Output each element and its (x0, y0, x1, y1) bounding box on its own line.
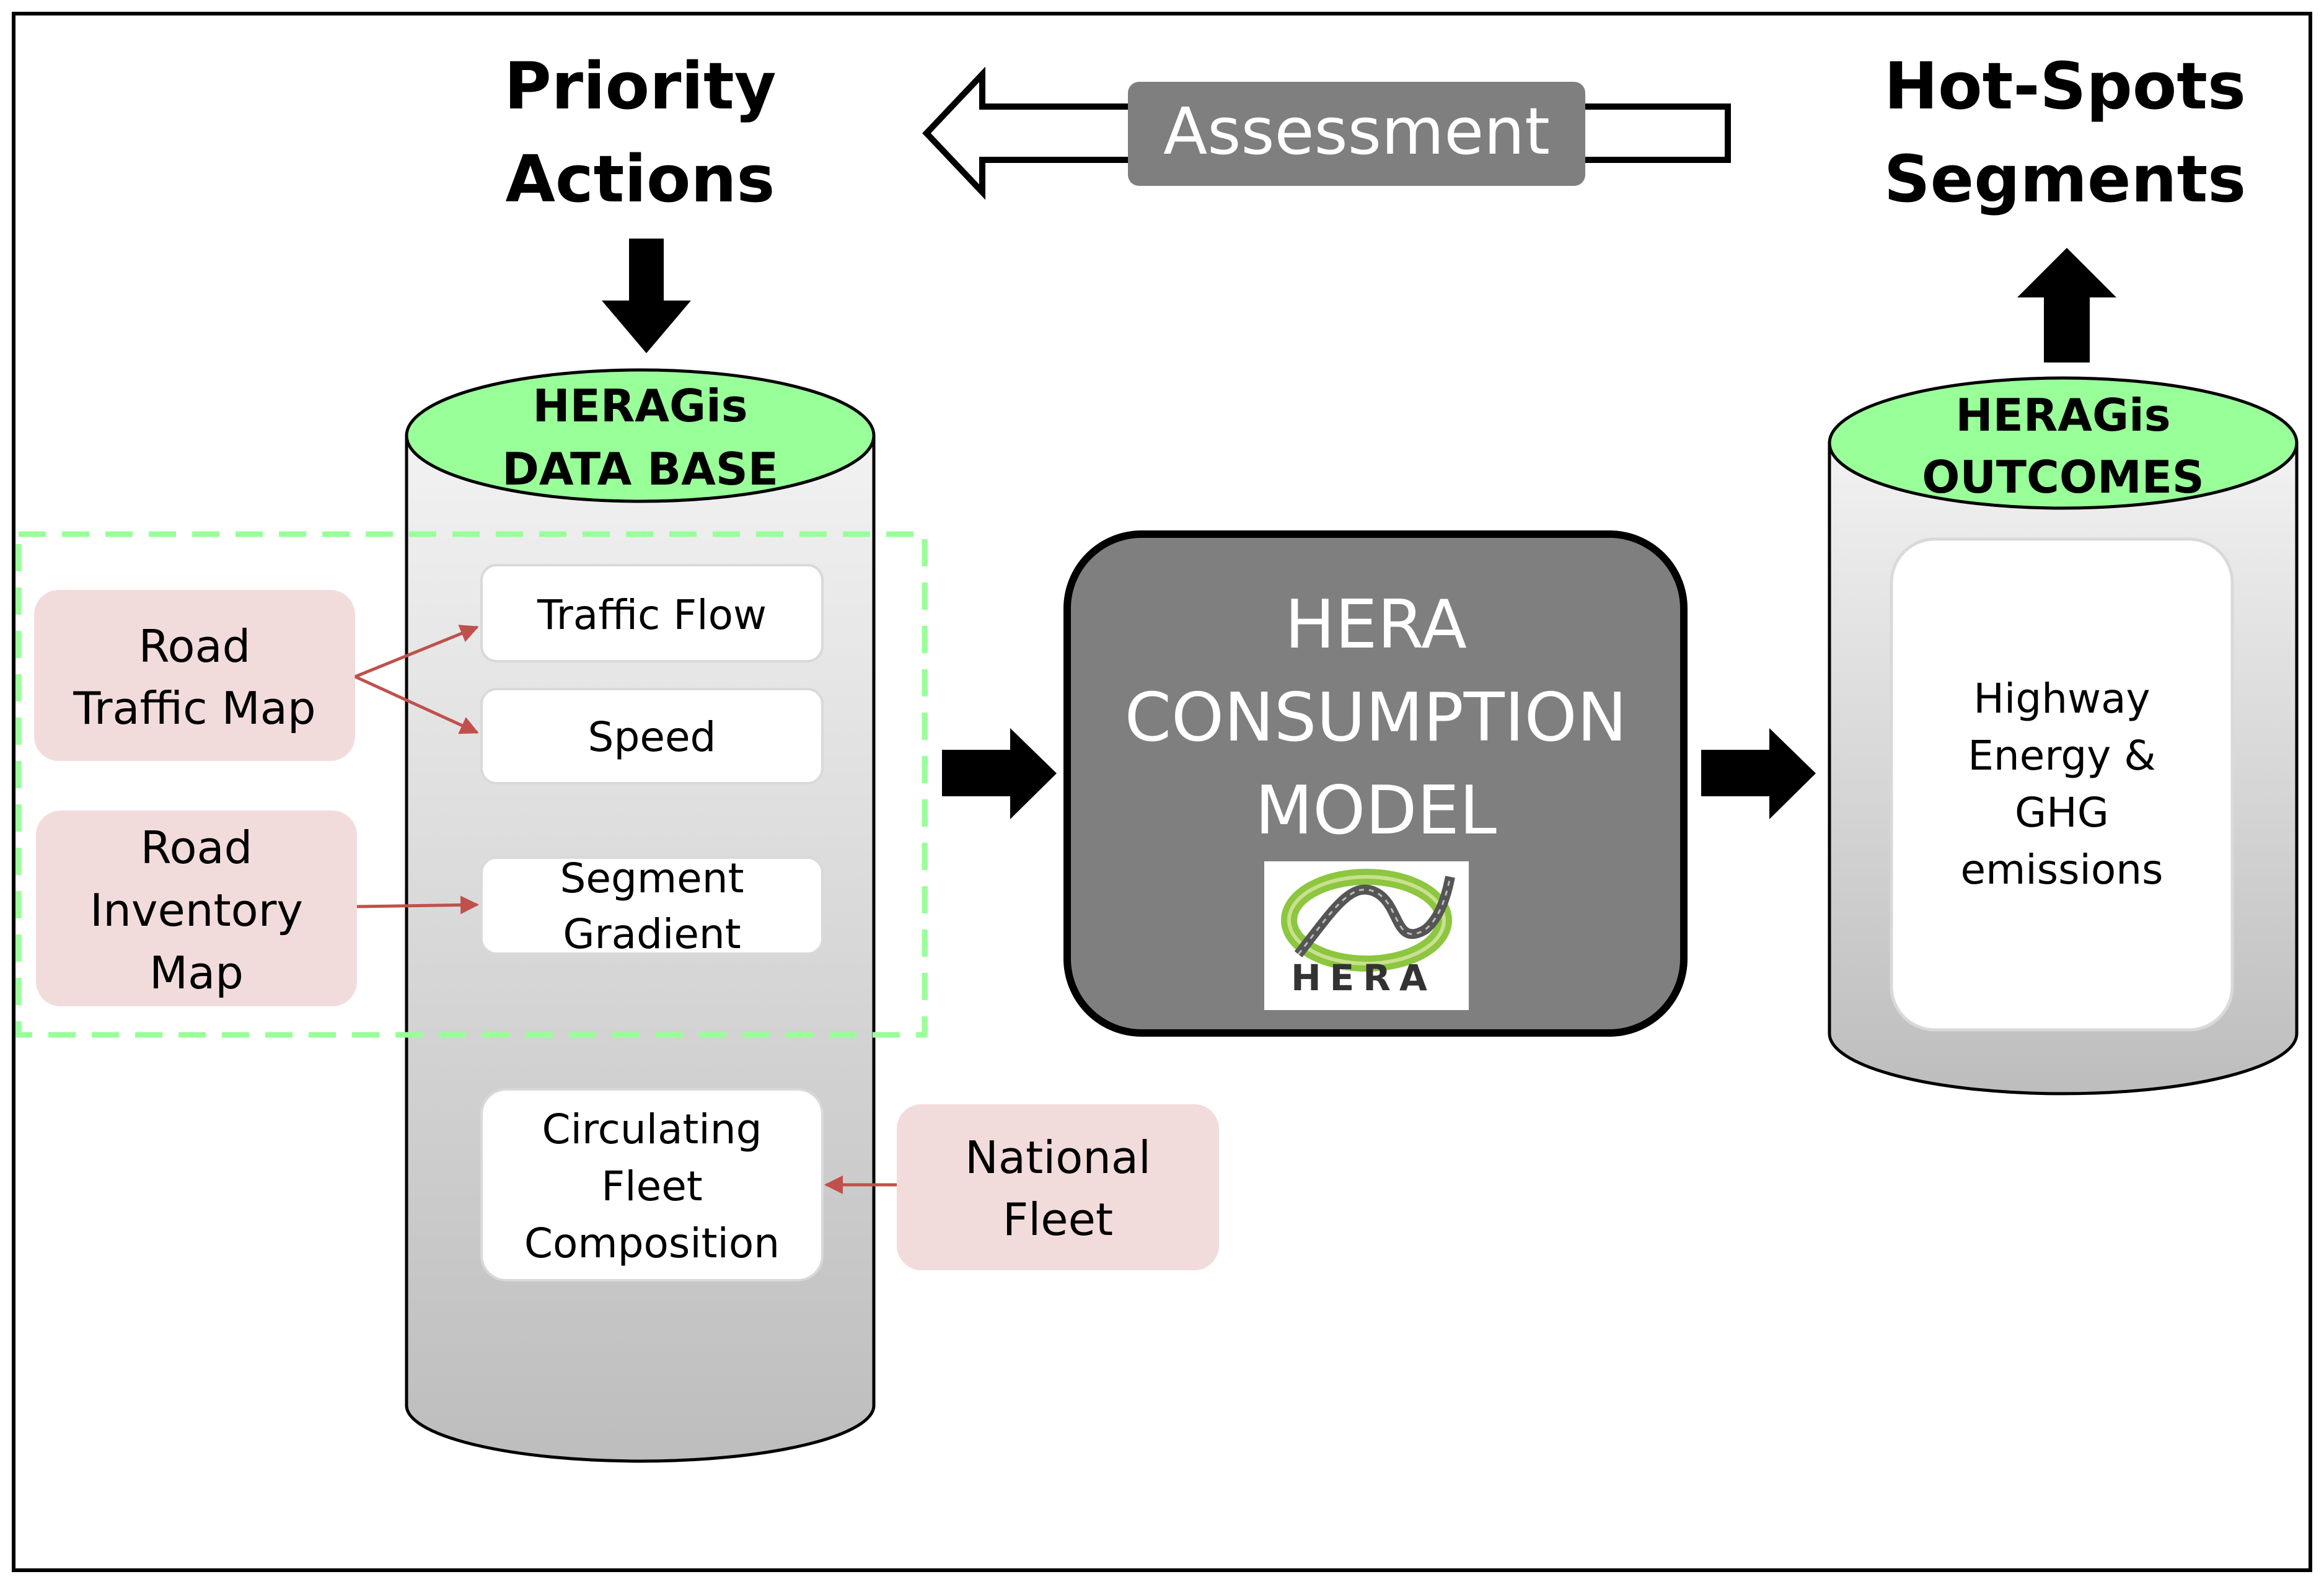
hera-logo: HERA (1264, 861, 1469, 1010)
road-traffic-map-label-line1: Road (139, 620, 251, 672)
database-title-line2: DATA BASE (502, 443, 778, 495)
outcomes-content-line3: GHG (2015, 789, 2109, 837)
speed-label: Speed (588, 713, 716, 761)
outcomes-content-line2: Energy & (1968, 732, 2156, 780)
speed-box (480, 688, 824, 784)
arrow-database-to-model (942, 728, 1057, 819)
database-cylinder-top (405, 368, 876, 503)
fleet-composition-label-line2: Fleet (601, 1162, 702, 1210)
hotspots-title-line1: Hot-Spots (1884, 48, 2246, 124)
assessment-label: Assessment (1163, 94, 1550, 169)
priority-actions-title-line1: Priority (504, 48, 776, 124)
hera-model-line2: CONSUMPTION (1125, 679, 1627, 757)
outcomes-content-line4: emissions (1961, 846, 2163, 894)
road-traffic-map-label-line2: Traffic Map (73, 682, 315, 734)
outcomes-content-box (1890, 537, 2234, 1032)
priority-actions-title-line2: Actions (506, 141, 775, 217)
traffic-flow-box (480, 564, 824, 662)
road-inventory-map-label-line2: Inventory (90, 884, 303, 936)
hera-model-box (1063, 530, 1688, 1037)
road-inventory-map-box (36, 811, 357, 1006)
arrow-traffic-map-to-flow (354, 625, 479, 679)
fleet-composition-label-line3: Composition (524, 1219, 780, 1267)
segment-gradient-box (480, 856, 824, 955)
arrow-model-to-outcomes (1701, 728, 1816, 819)
national-fleet-label-line2: Fleet (1003, 1193, 1113, 1246)
segment-gradient-label-line2: Gradient (563, 910, 741, 958)
fleet-composition-box (480, 1088, 824, 1281)
hera-model-line3: MODEL (1255, 772, 1497, 850)
road-inventory-map-label-line3: Map (149, 947, 244, 999)
road-data-dashed-region (15, 531, 928, 1038)
outcomes-title-line2: OUTCOMES (1922, 451, 2204, 503)
outcomes-content-line1: Highway (1973, 675, 2150, 723)
hotspots-title-line2: Segments (1884, 141, 2246, 217)
up-arrow-hotspots (2017, 248, 2116, 363)
assessment-box (1128, 82, 1585, 186)
national-fleet-label-line1: National (965, 1132, 1151, 1184)
arrow-inventory-map-to-gradient (356, 895, 479, 915)
road-traffic-map-box (34, 590, 355, 761)
arrow-traffic-map-to-speed (354, 675, 479, 734)
database-title-line1: HERAGis (532, 380, 747, 432)
outcomes-title-line1: HERAGis (1955, 389, 2170, 441)
outcomes-cylinder-top (1828, 376, 2299, 510)
road-inventory-map-label-line1: Road (141, 822, 253, 874)
hera-model-line1: HERA (1285, 586, 1467, 664)
traffic-flow-label: Traffic Flow (537, 591, 767, 639)
hera-logo-text: HERA (1291, 957, 1436, 999)
fleet-composition-label-line1: Circulating (542, 1105, 762, 1153)
segment-gradient-label-line1: Segment (560, 855, 744, 902)
national-fleet-box (897, 1104, 1219, 1270)
down-arrow-priority (602, 239, 691, 353)
